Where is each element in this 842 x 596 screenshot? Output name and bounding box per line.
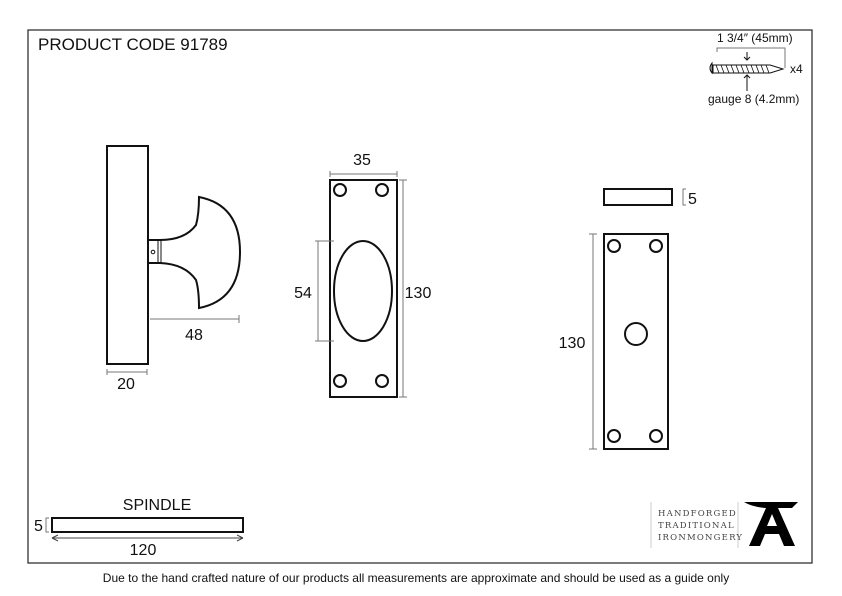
screw-spec: 1 3/4″ (45mm) x4 gauge 8 (4.2mm)	[708, 31, 803, 106]
logo-line-2: TRADITIONAL	[658, 521, 735, 531]
disclaimer-footer: Due to the hand crafted nature of our pr…	[103, 571, 729, 585]
oval-height-label: 54	[294, 285, 312, 302]
anvil-icon	[744, 502, 798, 546]
side-width-label: 20	[117, 376, 135, 393]
screw-icon	[709, 61, 785, 75]
front-width-label: 35	[353, 152, 371, 169]
spindle-view: SPINDLE 5 120	[34, 497, 244, 559]
spindle-thickness-label: 5	[34, 518, 43, 535]
side-depth-label: 48	[185, 327, 203, 344]
front-view: 35 54 130	[294, 152, 432, 398]
drawing-frame	[27, 29, 813, 564]
keep-height-label: 130	[559, 335, 586, 352]
front-height-label: 130	[405, 285, 432, 302]
spindle-length-label: 120	[130, 542, 157, 559]
product-code: PRODUCT CODE 91789	[38, 35, 228, 54]
logo-line-3: IRONMONGERY	[658, 533, 743, 543]
logo-line-1: HANDFORGED	[658, 509, 737, 519]
screw-length: 1 3/4″ (45mm)	[717, 31, 793, 45]
keep-thickness-label: 5	[688, 191, 697, 208]
brand-logo: HANDFORGED TRADITIONAL IRONMONGERY	[650, 502, 798, 548]
screw-gauge: gauge 8 (4.2mm)	[708, 92, 799, 106]
spindle-label: SPINDLE	[123, 497, 191, 514]
keep-view: 5 130	[559, 188, 697, 450]
side-view: 48 20	[106, 145, 242, 393]
screw-qty: x4	[790, 62, 803, 76]
